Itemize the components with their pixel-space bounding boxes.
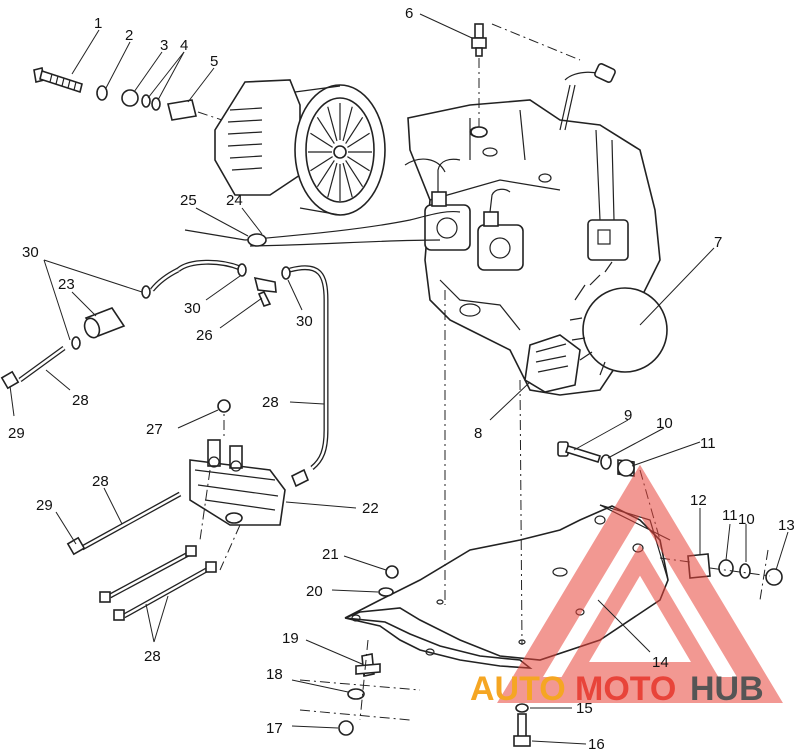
callout-11-upper: 11 (700, 435, 716, 452)
callout-8: 8 (474, 425, 482, 442)
carburetor-left (424, 158, 471, 251)
watermark-text: AUTO MOTO HUB (470, 670, 764, 708)
clutch-spoke (310, 156, 333, 172)
callout-17: 17 (266, 720, 283, 737)
callout-22: 22 (362, 500, 379, 517)
callout-3: 3 (160, 37, 168, 54)
throttle-cable (244, 210, 461, 241)
callout-26: 26 (196, 327, 213, 344)
callout-7: 7 (714, 234, 722, 251)
clutch-spokes (308, 103, 372, 201)
callout-29-left: 29 (8, 425, 25, 442)
callout-13: 13 (778, 517, 795, 534)
fuel-pump-nut (217, 399, 231, 413)
carburetor-right (477, 188, 524, 271)
callout-4: 4 (180, 37, 188, 54)
hose-clamp (71, 336, 81, 350)
clutch-spoke (347, 132, 370, 148)
callout-16: 16 (588, 736, 605, 752)
clutch-spoke (342, 162, 353, 198)
clutch-spoke (316, 117, 335, 144)
engine-mount-plate (344, 504, 671, 669)
callout-19: 19 (282, 630, 299, 647)
washer (96, 85, 108, 101)
callout-25: 25 (180, 192, 197, 209)
clutch-spoke (345, 117, 364, 144)
vent-line-b (113, 561, 217, 621)
callout-28-middle: 28 (92, 473, 109, 490)
bushing (121, 89, 139, 107)
clutch-spoke (310, 132, 333, 148)
fuel-filter (83, 307, 126, 339)
watermark-auto: AUTO (470, 670, 566, 708)
callout-10-lower: 10 (738, 511, 755, 528)
clutch-spoke (327, 106, 338, 142)
ignition-coil (587, 129, 629, 261)
callout-29-lower: 29 (36, 497, 53, 514)
callout-labels: 1 2 3 4 5 6 7 8 9 10 10 11 11 12 13 14 (8, 5, 795, 752)
fuel-tee-fitting (253, 276, 277, 307)
callout-20: 20 (306, 583, 323, 600)
spark-plug-lead (559, 63, 616, 131)
callout-5: 5 (210, 53, 218, 70)
cable-clamp (247, 233, 267, 247)
fuel-pump (189, 439, 310, 526)
recoil-starter-cover (524, 261, 668, 393)
callout-14: 14 (652, 654, 669, 671)
fuel-line-short (0, 345, 66, 390)
sleeve (167, 99, 197, 121)
callout-11-lower: 11 (722, 507, 738, 524)
callout-12: 12 (690, 492, 707, 509)
callout-30-right: 30 (296, 313, 313, 330)
clutch-bolt (33, 67, 83, 94)
watermark-logo (497, 464, 783, 703)
callout-30-left: 30 (22, 244, 39, 261)
callout-27: 27 (146, 421, 163, 438)
watermark-triangle-inner (560, 544, 720, 678)
watermark-moto: MOTO (575, 670, 676, 708)
callout-18: 18 (266, 666, 283, 683)
callout-24: 24 (226, 192, 243, 209)
callout-28-upper: 28 (262, 394, 279, 411)
callout-2: 2 (125, 27, 133, 44)
callout-23: 23 (58, 276, 75, 293)
watermark-triangle (497, 464, 783, 703)
callout-6: 6 (405, 5, 413, 22)
choke-cable (249, 239, 441, 247)
callout-30-middle: 30 (184, 300, 201, 317)
mount-bolt-upper (557, 441, 635, 477)
drive-clutch (214, 79, 386, 216)
hose-clamp (281, 266, 291, 280)
impulse-line (66, 491, 182, 556)
clutch-spoke (316, 160, 335, 187)
callout-28-left: 28 (72, 392, 89, 409)
callout-9: 9 (624, 407, 632, 424)
mount-bolt-lower (513, 703, 531, 747)
callout-21: 21 (322, 546, 339, 563)
o-ring (151, 97, 161, 111)
watermark-hub: HUB (690, 670, 764, 708)
spark-plug (470, 23, 488, 138)
callout-1: 1 (94, 15, 102, 32)
stud-assembly (299, 565, 421, 736)
callout-15: 15 (576, 700, 593, 717)
clutch-spoke (342, 106, 353, 142)
callout-28-lower: 28 (144, 648, 161, 665)
hose-clamp (237, 263, 247, 277)
clutch-spoke (347, 156, 370, 172)
clutch-spoke (345, 160, 364, 187)
callout-10-upper: 10 (656, 415, 673, 432)
vent-line-a (99, 545, 197, 603)
hose-clamp (141, 285, 151, 299)
clutch-spoke (327, 162, 338, 198)
